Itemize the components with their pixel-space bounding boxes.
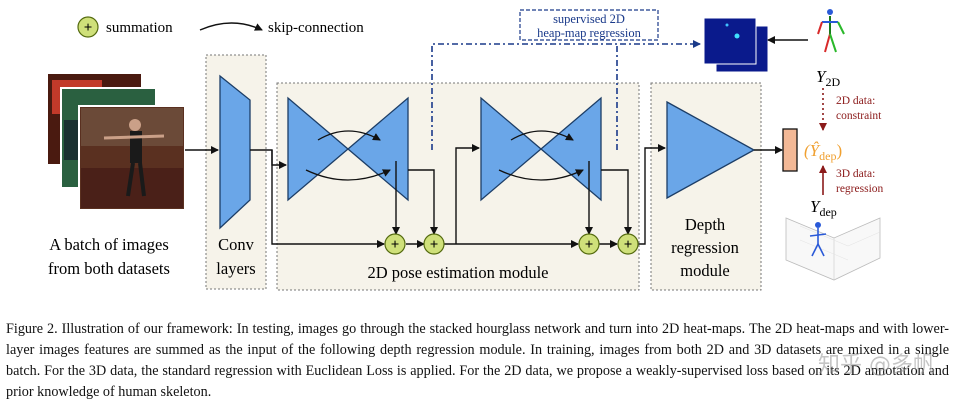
pose-module-label: 2D pose estimation module (367, 263, 548, 282)
plus-symbol: + (391, 237, 400, 253)
supervised-label-line1: supervised 2D (553, 12, 625, 26)
supervised-label-line2: heap-map regression (537, 26, 642, 40)
conv-label-line2: layers (216, 259, 255, 278)
batch-label-line2: from both datasets (48, 259, 170, 278)
hourglass-2 (480, 96, 602, 202)
supervision-path: supervised 2D heap-map regression (431, 9, 701, 150)
image-batch (46, 72, 186, 211)
framework-diagram: + summation skip-connection A batch of i… (46, 9, 884, 291)
conv-shape (219, 74, 251, 230)
summation-nodes: + + + + (384, 233, 639, 255)
watermark: 知乎 @多帆 (818, 353, 935, 378)
depth-label-line2: regression (671, 238, 739, 257)
legend-plus-symbol: + (84, 20, 93, 36)
ydep-hat-label: (Ŷdep) (804, 141, 842, 163)
legend-summation-label: summation (106, 20, 173, 36)
batch-label-line1: A batch of images (49, 235, 169, 254)
skeleton-3d-plot (785, 217, 881, 281)
legend-plus-icon (77, 16, 99, 38)
hourglass-1 (287, 96, 409, 202)
plus-icon (384, 233, 406, 255)
data3d-label-line1: 3D data: (836, 168, 875, 180)
y2d-label: Y2D (816, 67, 840, 89)
data2d-label-line2: constraint (836, 110, 882, 122)
flow-arrows (185, 144, 783, 248)
plus-icon (578, 233, 600, 255)
plus-icon (617, 233, 639, 255)
supervised-label-box (519, 9, 659, 41)
depth-label-line1: Depth (685, 215, 726, 234)
legend: + summation skip-connection (77, 16, 364, 38)
data3d-label-line2: regression (836, 183, 884, 195)
plus-symbol: + (585, 237, 594, 253)
data2d-label-line1: 2D data: (836, 95, 875, 107)
ydep-label: Ydep (810, 197, 837, 219)
depth-shape (666, 100, 756, 200)
plus-symbol: + (430, 237, 439, 253)
legend-skip-arrow (199, 22, 263, 31)
depth-label-line3: module (680, 261, 730, 280)
conv-label-line1: Conv (218, 235, 255, 254)
plus-symbol: + (624, 237, 633, 253)
output-box (782, 128, 798, 172)
legend-skip-label: skip-connection (268, 20, 364, 36)
figure-caption: Figure 2. Illustration of our framework:… (6, 321, 949, 400)
skeleton-2d-icon (817, 9, 845, 53)
heatmap-stack (703, 17, 769, 73)
plus-icon (423, 233, 445, 255)
